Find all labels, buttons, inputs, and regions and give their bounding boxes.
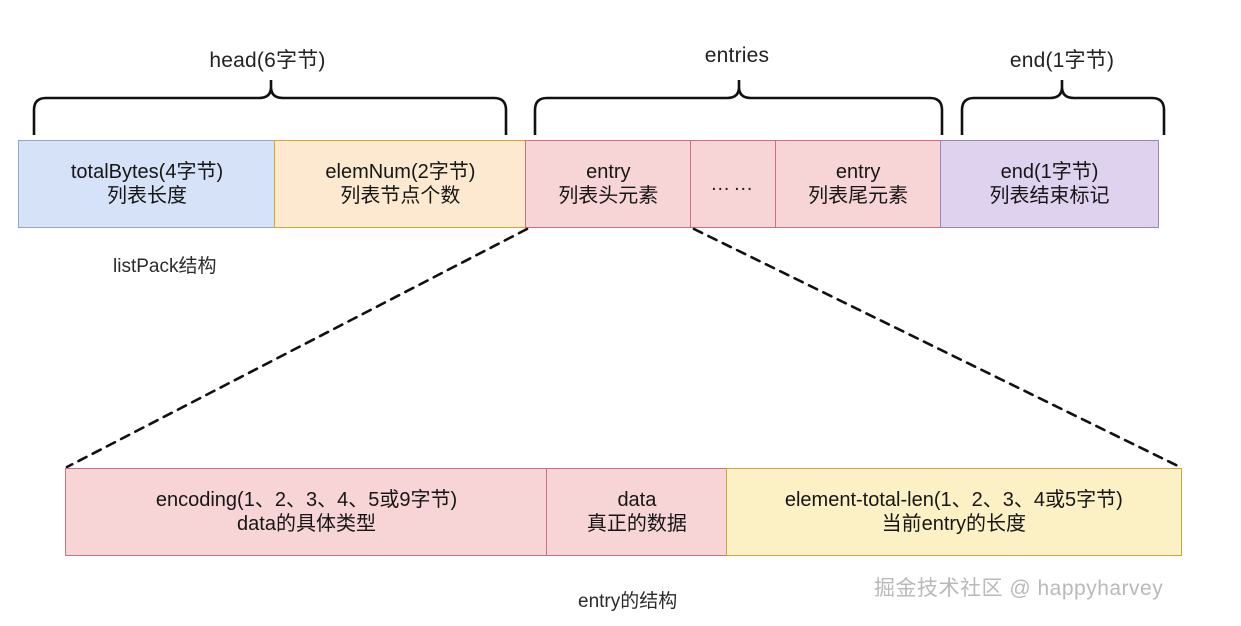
field-entry-head-line2: 列表头元素 (558, 185, 659, 207)
watermark: 掘金技术社区 @ happyharvey (874, 577, 1164, 600)
field-entry-ellipsis-line1: …… (710, 172, 757, 195)
caption-entry: entry的结构 (578, 591, 678, 612)
field-elem-num-line2: 列表节点个数 (340, 185, 461, 207)
field-encoding-line2: data的具体类型 (237, 513, 376, 535)
caption-listpack: listPack结构 (113, 256, 217, 277)
field-entry-tail-line1: entry (835, 160, 881, 183)
listpack-structure-row: totalBytes(4字节) 列表长度 elemNum(2字节) 列表节点个数… (18, 140, 1160, 228)
entry-structure-row: encoding(1、2、3、4、5或9字节) data的具体类型 data 真… (65, 468, 1182, 556)
field-elem-num-line1: elemNum(2字节) (325, 160, 476, 183)
field-encoding-line1: encoding(1、2、3、4、5或9字节) (155, 488, 458, 511)
field-elem-num[interactable]: elemNum(2字节) 列表节点个数 (274, 140, 527, 228)
field-entry-head[interactable]: entry 列表头元素 (524, 140, 692, 228)
brace-end-icon (960, 80, 1166, 135)
field-element-total-len-line1: element-total-len(1、2、3、4或5字节) (784, 488, 1123, 511)
field-entry-ellipsis[interactable]: …… (690, 140, 777, 228)
field-total-bytes[interactable]: totalBytes(4字节) 列表长度 (18, 140, 276, 228)
field-end-line2: 列表结束标记 (989, 185, 1110, 207)
connector-right-dashed-line (692, 227, 1182, 469)
field-entry-tail[interactable]: entry 列表尾元素 (774, 140, 942, 228)
field-element-total-len[interactable]: element-total-len(1、2、3、4或5字节) 当前entry的长… (725, 468, 1182, 556)
brace-entries-icon (533, 80, 944, 135)
field-data[interactable]: data 真正的数据 (546, 468, 728, 556)
brace-label-entries: entries (704, 44, 770, 67)
field-encoding[interactable]: encoding(1、2、3、4、5或9字节) data的具体类型 (65, 468, 548, 556)
field-data-line2: 真正的数据 (586, 513, 687, 535)
brace-head-icon (32, 80, 508, 135)
field-total-bytes-line1: totalBytes(4字节) (70, 160, 224, 183)
brace-label-end: end(1字节) (1009, 49, 1115, 72)
field-entry-tail-line2: 列表尾元素 (808, 185, 909, 207)
field-entry-head-line1: entry (586, 160, 631, 183)
field-end-line1: end(1字节) (1000, 160, 1099, 183)
field-element-total-len-line2: 当前entry的长度 (881, 513, 1027, 535)
field-end[interactable]: end(1字节) 列表结束标记 (940, 140, 1160, 228)
field-data-line1: data (617, 488, 657, 511)
field-total-bytes-line2: 列表长度 (107, 185, 187, 207)
brace-label-head: head(6字节) (209, 49, 326, 72)
